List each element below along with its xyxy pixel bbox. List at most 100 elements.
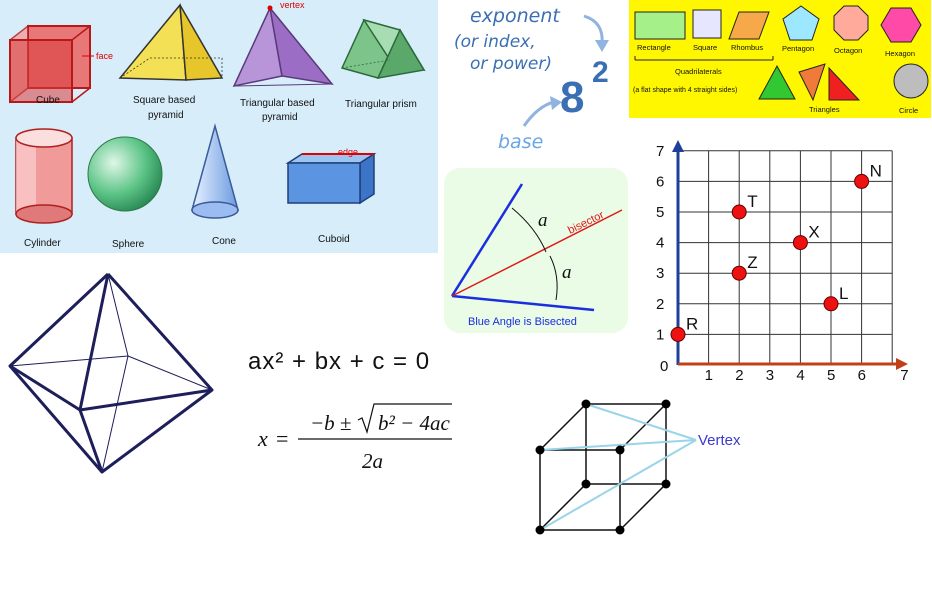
equilateral-triangle-shape — [758, 64, 796, 100]
triangles-label: Triangles — [809, 105, 840, 114]
chart-y-tick-label: 6 — [656, 173, 664, 190]
vertex-label-cube: Vertex — [698, 432, 741, 449]
chart-point-label: N — [870, 161, 882, 180]
cuboid-shape — [285, 152, 377, 205]
chart-point-label: Z — [747, 253, 757, 272]
chart-y-tick-label: 4 — [656, 235, 664, 252]
bisector-panel: a a bisector Blue Angle is Bisected — [444, 168, 628, 333]
chart-y-tick-label: 1 — [656, 326, 664, 343]
base-arrow — [522, 100, 555, 127]
pentagon-label: Pentagon — [782, 44, 814, 53]
chart-x-axis-arrow — [896, 358, 908, 370]
square-label: Square — [693, 43, 717, 52]
chart-x-tick-label: 7 — [900, 367, 908, 384]
exponent-diagram: exponent (or index, or power) 8 2 base — [454, 5, 609, 153]
formula-x: x — [257, 426, 268, 451]
cone-label: Cone — [212, 236, 236, 247]
sphere-label: Sphere — [112, 239, 145, 250]
square-shape — [692, 9, 722, 39]
rectangle-label: Rectangle — [637, 43, 671, 52]
cuboid-label: Cuboid — [318, 234, 350, 245]
chart-x-tick-label: 2 — [735, 367, 743, 384]
chart-point-label: R — [686, 314, 698, 333]
chart-y-axis-arrow — [672, 140, 684, 152]
scalene-triangle-shape — [798, 63, 826, 102]
chart-point — [854, 173, 870, 189]
quadrilaterals-label: Quadrilaterals — [675, 67, 722, 76]
exponent-line-3: or power) — [470, 54, 552, 74]
exponent-title: exponent — [470, 5, 561, 27]
wireframe-cube: Vertex — [535, 399, 741, 535]
chart-x-tick-label: 4 — [796, 367, 804, 384]
formula-numerator-left: −b ± — [310, 411, 351, 435]
sphere-shape — [87, 136, 163, 212]
cylinder-label: Cylinder — [24, 238, 61, 249]
circle-shape — [893, 63, 929, 99]
triangular-prism-label: Triangular prism — [345, 99, 417, 110]
chart-x-tick-label: 3 — [766, 367, 774, 384]
chart-x-tick-label: 5 — [827, 367, 835, 384]
chart-y-tick-label: 5 — [656, 204, 664, 221]
triangular-pyramid-label-2: pyramid — [262, 112, 298, 123]
chart-point — [731, 204, 747, 220]
exponent-arrow-head — [595, 40, 609, 52]
octagon-shape — [833, 5, 869, 41]
cube-shape — [9, 24, 91, 104]
base-label: base — [498, 131, 543, 153]
chart-points: R T Z X L N — [670, 161, 882, 342]
solids-panel: Cube face Square based pyramid vertex Tr… — [0, 0, 438, 253]
hexagon-shape — [880, 7, 922, 43]
bisector-ray-lower — [451, 294, 595, 312]
chart-y-tick-label: 3 — [656, 265, 664, 282]
base-arrow-head — [550, 96, 562, 110]
quadratic-equation: ax² + bx + c = 0 — [248, 348, 431, 375]
circle-label: Circle — [899, 106, 918, 115]
formula-radicand: b² − 4ac — [378, 411, 450, 435]
formula-denominator: 2a — [362, 449, 383, 473]
octagon-label: Octagon — [834, 46, 862, 55]
triangular-prism-shape — [340, 18, 426, 79]
face-label: face — [96, 51, 113, 61]
cylinder-shape — [15, 128, 73, 224]
chart-point-label: T — [747, 192, 757, 211]
chart-point — [670, 326, 686, 342]
triangular-pyramid-label-1: Triangular based — [240, 98, 315, 109]
angle-arc-bottom — [549, 255, 558, 301]
base-digit: 8 — [560, 73, 584, 122]
hexagon-label: Hexagon — [885, 49, 915, 58]
right-triangle-shape — [828, 66, 861, 101]
quadratic-formula: x = −b ± b² − 4ac 2a — [257, 403, 452, 473]
angle-label-bottom: a — [562, 262, 572, 283]
exponent-arrow — [583, 14, 604, 45]
vertex-label: vertex — [280, 0, 305, 10]
cube-label: Cube — [36, 95, 60, 106]
formula-equals: = — [276, 426, 288, 451]
rectangle-shape — [634, 11, 686, 40]
chart-point-label: X — [808, 223, 819, 242]
chart-point — [823, 296, 839, 312]
bisector-caption: Blue Angle is Bisected — [468, 316, 577, 328]
chart-x-tick-label: 6 — [858, 367, 866, 384]
chart-point — [792, 235, 808, 251]
chart-x-tick-label: 0 — [660, 358, 668, 375]
formula-radical — [357, 403, 452, 435]
chart-point-label: L — [839, 284, 848, 303]
rhombus-shape — [728, 11, 770, 40]
quadrilaterals-note: (a flat shape with 4 straight sides) — [633, 87, 737, 94]
octahedron-diagram — [8, 272, 214, 474]
pentagon-shape — [782, 5, 820, 41]
triangular-pyramid-shape — [232, 5, 334, 88]
bisector-ray-upper — [450, 183, 524, 297]
exponent-line-2: (or index, — [454, 32, 536, 52]
vertex-dot — [267, 5, 273, 11]
bisector-svg: a a bisector Blue Angle is Bisected — [450, 183, 623, 328]
bisector-label: bisector — [566, 209, 606, 237]
edge-label: edge — [338, 147, 358, 157]
bisector-line — [451, 209, 623, 297]
power-digit: 2 — [592, 56, 609, 89]
chart-x-tick-label: 1 — [705, 367, 713, 384]
square-pyramid-label-2: pyramid — [148, 110, 184, 121]
shapes-2d-svg: Rectangle Square Rhombus Pentagon Octago… — [633, 5, 929, 115]
